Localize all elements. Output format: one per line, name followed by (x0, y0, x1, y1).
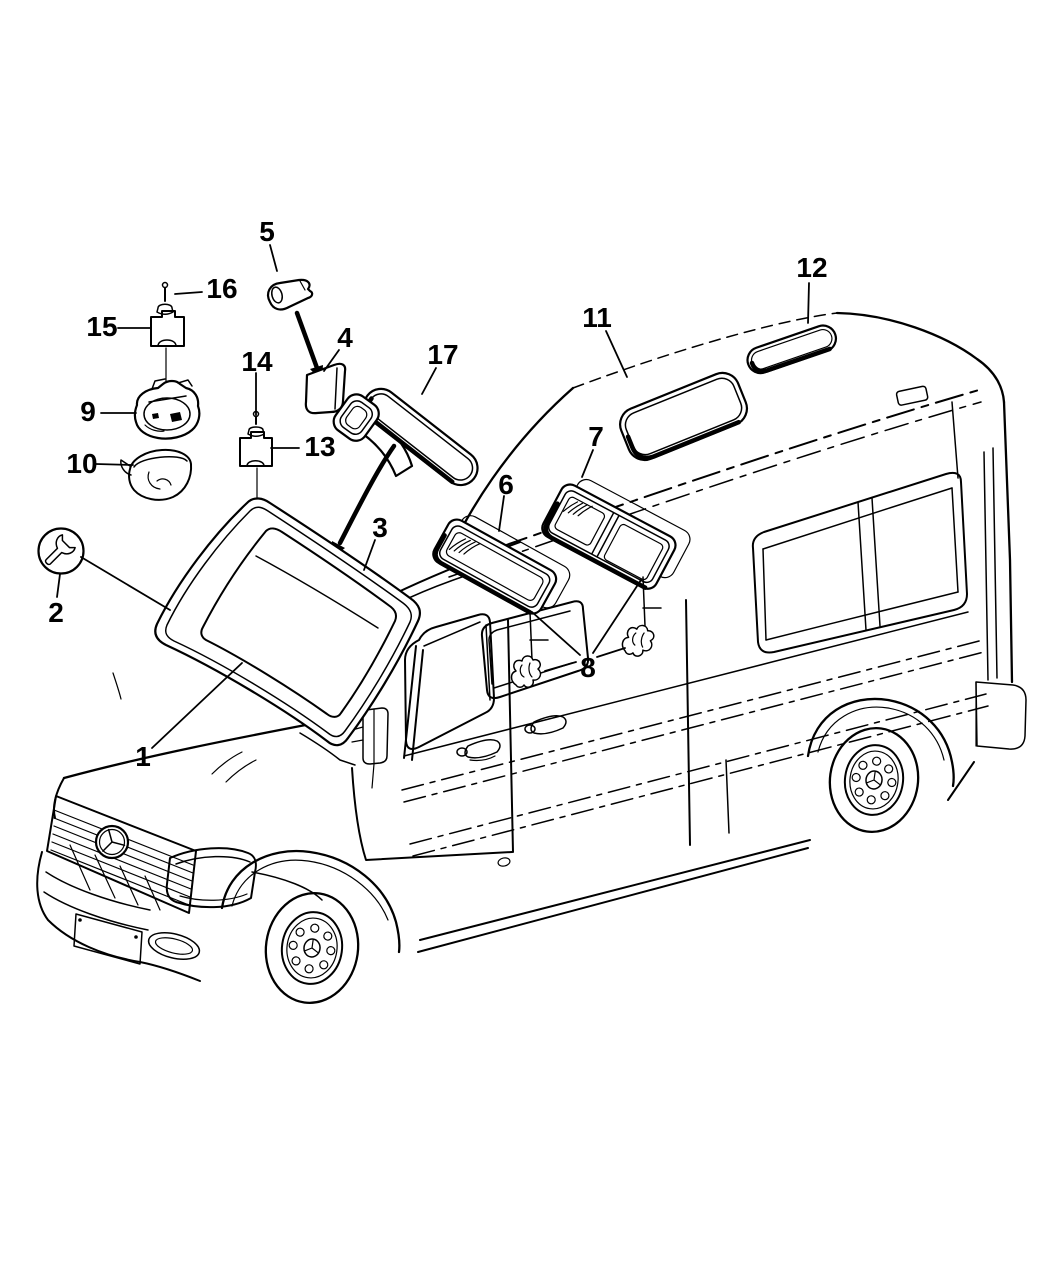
defroster-marks (562, 501, 593, 517)
leader-4 (323, 349, 340, 372)
part-interior-mirror (332, 387, 479, 487)
leader-3 (363, 539, 376, 571)
callout-1: 1 (135, 741, 151, 772)
leader-2 (56, 556, 171, 611)
part-sensor-pin-upper (156, 281, 174, 315)
callout-4: 4 (337, 322, 353, 353)
callout-labels: 1 2 3 4 5 6 7 8 9 10 11 12 13 14 15 16 1… (48, 216, 827, 772)
headlight (165, 847, 257, 909)
retainer-clip-right (621, 624, 655, 657)
wrench-icon (37, 527, 85, 575)
fog-lamp (147, 932, 201, 960)
callout-16: 16 (206, 273, 237, 304)
part-sensor-bracket-upper (150, 310, 185, 389)
callout-17: 17 (427, 339, 458, 370)
leader-5 (269, 244, 278, 272)
van-sliding-door (480, 599, 730, 867)
mirror-mount-ring (332, 393, 380, 442)
windshield-glass (200, 527, 397, 718)
callout-10: 10 (66, 448, 97, 479)
part-sensor-cover (120, 448, 193, 501)
callout-11: 11 (582, 302, 612, 333)
brand-star-icon (94, 824, 130, 860)
grille (46, 795, 197, 914)
callout-7: 7 (588, 421, 604, 452)
retainer-clip-left (510, 655, 542, 688)
part-rear-quarter-window (541, 478, 691, 590)
roof-vent-opening (746, 324, 838, 375)
callout-6: 6 (498, 469, 514, 500)
windshield-molding (154, 497, 421, 747)
callout-leader-lines (56, 244, 810, 749)
defroster-marks (448, 538, 481, 555)
callout-13: 13 (304, 431, 335, 462)
leader-12 (807, 282, 810, 324)
leader-16 (174, 291, 203, 295)
sliding-door-handle (524, 715, 567, 735)
front-wheel (220, 849, 401, 1004)
leader-8 (531, 579, 642, 672)
van-rear (951, 400, 1027, 750)
leader-11 (605, 330, 628, 378)
rear-wheel (806, 697, 955, 834)
part-rain-sensor (133, 378, 201, 440)
roof-small-hatch (895, 385, 929, 406)
callout-9: 9 (80, 396, 96, 427)
callout-15: 15 (86, 311, 117, 342)
van-front-end (36, 672, 344, 982)
callout-8: 8 (580, 652, 596, 683)
roof-window-opening (619, 371, 749, 462)
van-roof (448, 311, 1006, 578)
callout-2: 2 (48, 597, 64, 628)
keyhole (497, 857, 511, 867)
van-illustration (36, 311, 1027, 1004)
front-bumper (36, 851, 201, 982)
leader-10 (95, 463, 134, 466)
part-sliding-door-window (432, 515, 571, 615)
callout-14: 14 (241, 346, 273, 377)
leader-7 (581, 449, 594, 478)
part-mirror-cap (304, 362, 347, 415)
callout-12: 12 (796, 252, 827, 283)
front-door-handle (456, 739, 501, 762)
van-rear-side-window (751, 471, 968, 654)
retainer-clips (510, 576, 662, 688)
callout-5: 5 (259, 216, 275, 247)
leader-6 (498, 495, 505, 532)
part-windshield-clip (266, 278, 314, 311)
leader-17 (421, 367, 437, 395)
leader-1 (151, 662, 243, 749)
callout-3: 3 (372, 512, 388, 543)
part-windshield (154, 497, 421, 747)
